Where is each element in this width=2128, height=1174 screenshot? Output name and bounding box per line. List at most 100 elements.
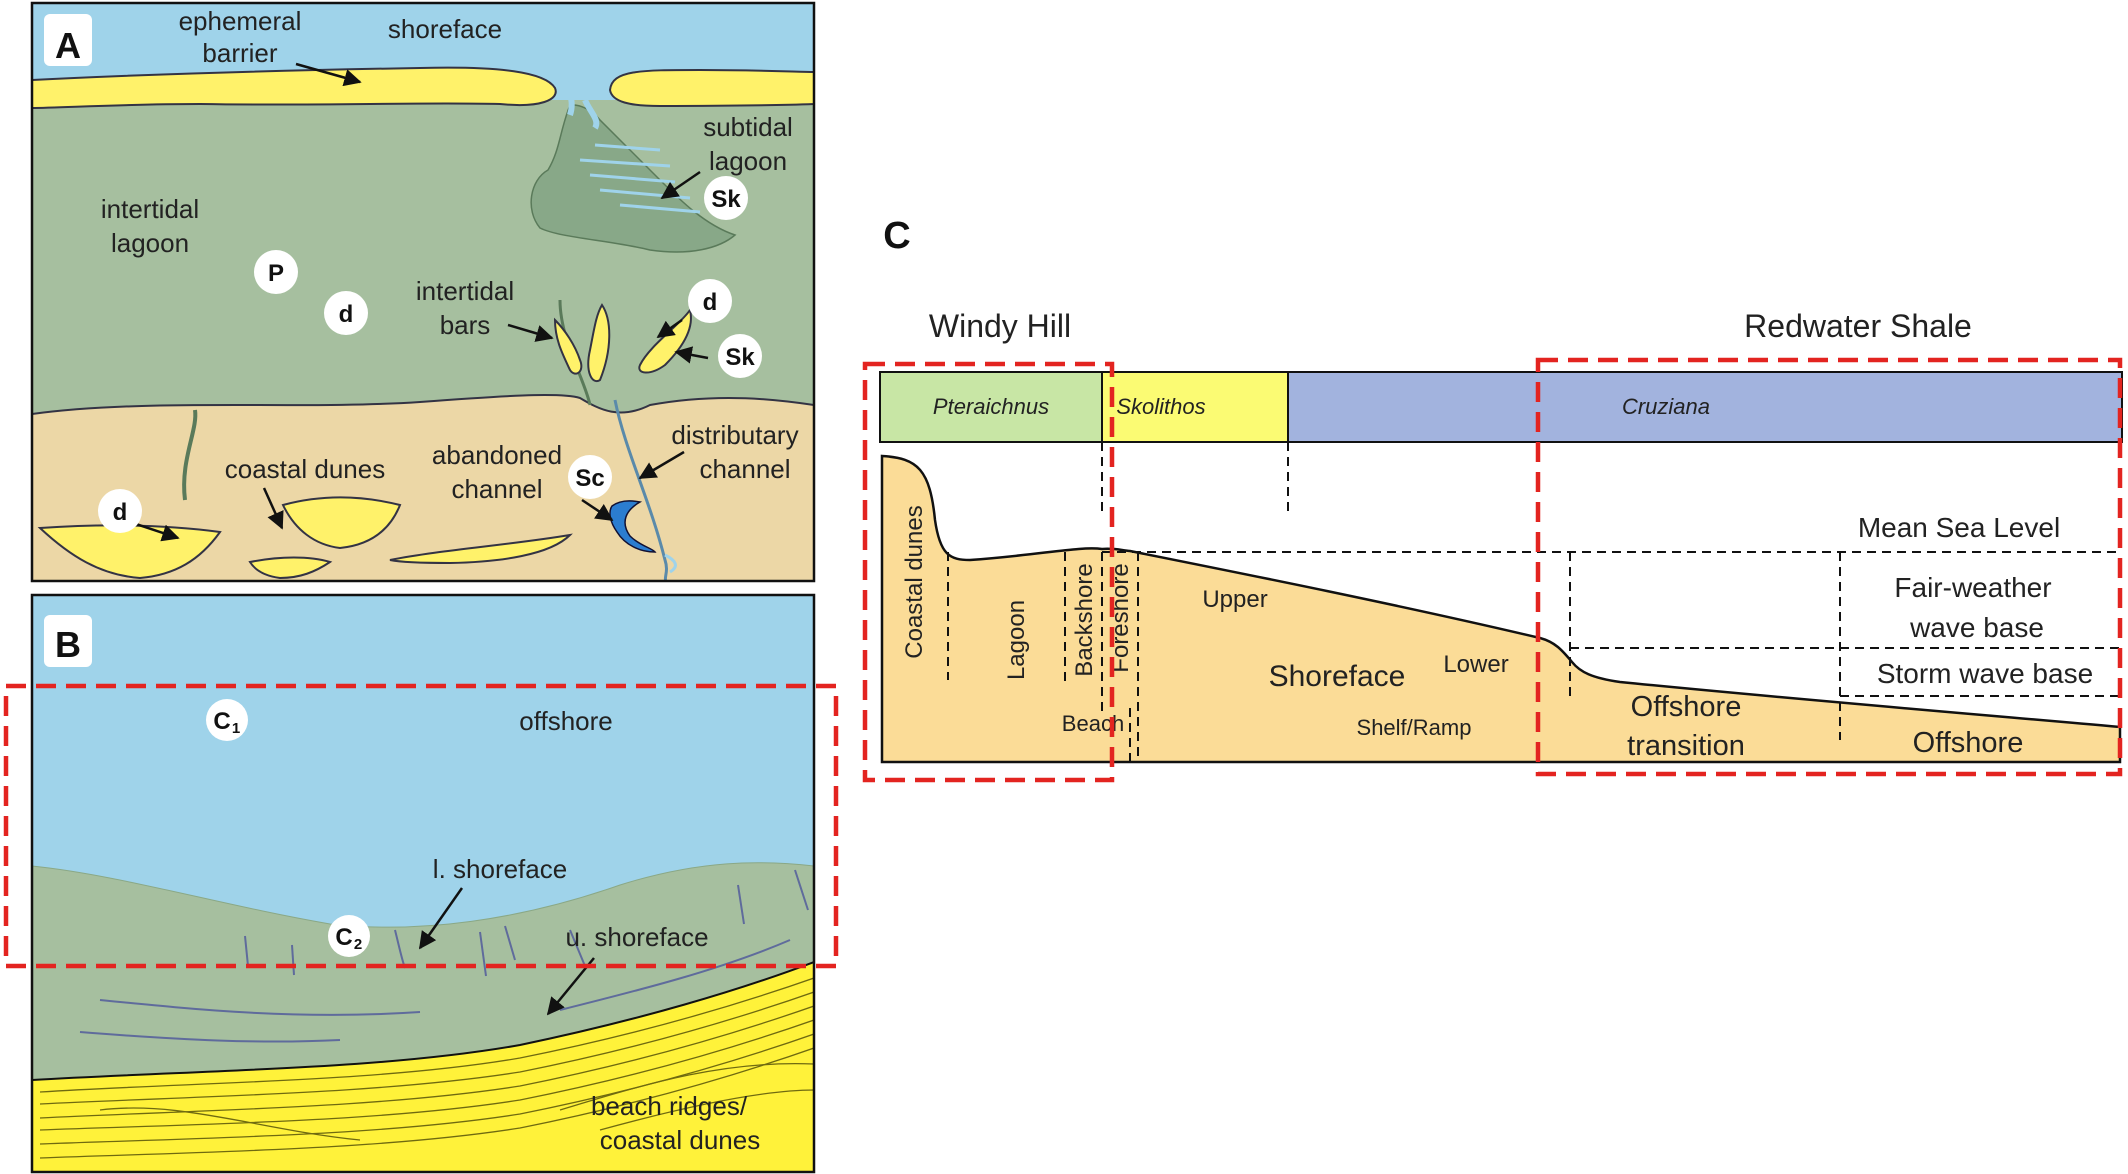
marker-d-lagoon xyxy=(324,291,368,335)
windy-hill-highlight-box xyxy=(862,361,1115,783)
coastal-dune-2 xyxy=(281,496,402,550)
arrow-bars-d xyxy=(656,318,683,339)
marker-d-dunes-text: d xyxy=(113,499,128,526)
marker-d-bars-text: d xyxy=(703,289,718,316)
zone-labels: Coastal dunes Lagoon Backshore Foreshore… xyxy=(901,505,2023,762)
marker-sk-bars-text: Sk xyxy=(725,344,755,371)
level-fair-weather-2: wave base xyxy=(1909,612,2044,643)
arrow-subtidal xyxy=(660,170,701,200)
marker-c2 xyxy=(328,915,370,957)
zone-upper: Upper xyxy=(1202,586,1267,613)
ichnofacies-cruziana xyxy=(1288,372,2122,442)
label-beach-ridges: beach ridges/ xyxy=(591,1091,748,1121)
zone-beach: Beach xyxy=(1062,711,1124,736)
ichnofacies-pteraichnus xyxy=(880,372,1102,442)
redwater-shale-highlight-box xyxy=(1535,357,2123,777)
water-level-lines xyxy=(947,551,2122,762)
marker-c1-subscript: 1 xyxy=(232,720,240,737)
arrow-abandoned xyxy=(581,498,614,522)
marker-p-text: P xyxy=(268,260,284,287)
zone-offshore-transition-2: transition xyxy=(1627,730,1745,762)
arrow-dunes xyxy=(262,487,284,530)
marker-sk-subtidal-text: Sk xyxy=(711,186,741,213)
marker-p xyxy=(254,250,298,294)
label-subtidal-lagoon: lagoon xyxy=(709,146,787,176)
arrow-bars-1 xyxy=(507,323,554,342)
zone-backshore: Backshore xyxy=(1071,563,1098,676)
label-intertidal-lagoon: lagoon xyxy=(111,228,189,258)
marker-sk-subtidal xyxy=(704,176,748,220)
ichnofacies-skolithos xyxy=(1102,372,1288,442)
ephemeral-barrier-east xyxy=(608,68,814,108)
dune-channel xyxy=(182,409,198,501)
panel-a-letter-box xyxy=(44,14,92,66)
label-shoreface: shoreface xyxy=(388,14,502,44)
arrow-l-shoreface xyxy=(418,887,464,950)
tidal-inlet xyxy=(560,73,600,130)
ichnofacies-bar-frame xyxy=(879,371,2123,443)
marker-c2-subscript: 2 xyxy=(354,936,362,953)
label-intertidal-bars-1: intertidal xyxy=(416,276,514,306)
label-b-coastal-dunes: coastal dunes xyxy=(600,1125,760,1155)
panel-a-frame xyxy=(30,1,816,583)
ichnofacies-boundary-ticks xyxy=(1101,442,1289,512)
intertidal-bar-2 xyxy=(587,303,611,383)
coastal-dune-4 xyxy=(389,533,573,565)
panel-b-letter-box xyxy=(44,615,92,667)
panel-a: A ephemeral barrier shoreface subtidal l… xyxy=(30,1,816,583)
panel-b-frame xyxy=(30,593,816,1174)
level-storm-wave-base: Storm wave base xyxy=(1877,658,2093,689)
label-distributary-channel: channel xyxy=(699,454,790,484)
arrow-bars-sk xyxy=(674,346,709,364)
panel-b: B offshore l. shoreface u. shoreface bea… xyxy=(3,593,839,1174)
arrow-barrier xyxy=(295,62,362,87)
zone-shelf-ramp: Shelf/Ramp xyxy=(1357,715,1472,740)
marker-c1 xyxy=(206,699,248,741)
locality-windy-hill: Windy Hill xyxy=(929,308,1071,344)
zone-coastal-dunes: Coastal dunes xyxy=(901,505,928,658)
panel-b-highlight-box xyxy=(3,683,839,969)
label-l-shoreface: l. shoreface xyxy=(433,854,567,884)
marker-d-bars xyxy=(688,279,732,323)
panel-c-letter: C xyxy=(883,215,910,257)
marker-sc xyxy=(568,455,612,499)
zone-lower: Lower xyxy=(1443,651,1508,678)
distributary-mouth xyxy=(664,553,677,574)
marker-d-lagoon-text: d xyxy=(339,301,354,328)
zone-offshore: Offshore xyxy=(1913,727,2024,759)
marker-c2-text: C xyxy=(335,924,352,951)
delta-channels xyxy=(579,143,701,214)
label-subtidal: subtidal xyxy=(703,112,793,142)
zone-shoreface: Shoreface xyxy=(1269,660,1406,693)
beach-ridges xyxy=(32,960,814,1172)
label-intertidal-bars-2: bars xyxy=(440,310,491,340)
label-abandoned: abandoned xyxy=(432,440,562,470)
label-u-shoreface: u. shoreface xyxy=(565,922,708,952)
abandoned-channel xyxy=(609,500,657,553)
label-ephemeral: ephemeral xyxy=(179,6,302,36)
panel-c: C Windy Hill Redwater Shale Pteraichnus … xyxy=(862,215,2123,783)
ichnofacies-label-skolithos: Skolithos xyxy=(1116,394,1205,419)
panel-a-letter: A xyxy=(55,25,81,66)
coastal-dune-3 xyxy=(248,556,333,580)
label-offshore: offshore xyxy=(519,706,612,736)
coastal-profile xyxy=(880,454,2122,764)
shoreface-burrows xyxy=(79,869,809,1043)
zone-lagoon: Lagoon xyxy=(1003,600,1030,680)
level-mean-sea-level: Mean Sea Level xyxy=(1858,512,2060,543)
intertidal-bar-1 xyxy=(553,317,583,375)
ichnofacies-label-pteraichnus: Pteraichnus xyxy=(933,394,1049,419)
ephemeral-barrier-west xyxy=(32,66,557,110)
label-barrier: barrier xyxy=(202,38,277,68)
arrow-distributary xyxy=(638,450,685,480)
panel-b-letter: B xyxy=(55,624,81,665)
level-fair-weather-1: Fair-weather xyxy=(1894,572,2051,603)
marker-c1-text: C xyxy=(213,708,230,735)
level-labels: Mean Sea Level Fair-weather wave base St… xyxy=(1858,512,2093,689)
label-intertidal: intertidal xyxy=(101,194,199,224)
label-distributary: distributary xyxy=(671,420,798,450)
dune-laminae xyxy=(39,977,814,1159)
label-abandoned-channel: channel xyxy=(451,474,542,504)
marker-sk-bars xyxy=(718,334,762,378)
